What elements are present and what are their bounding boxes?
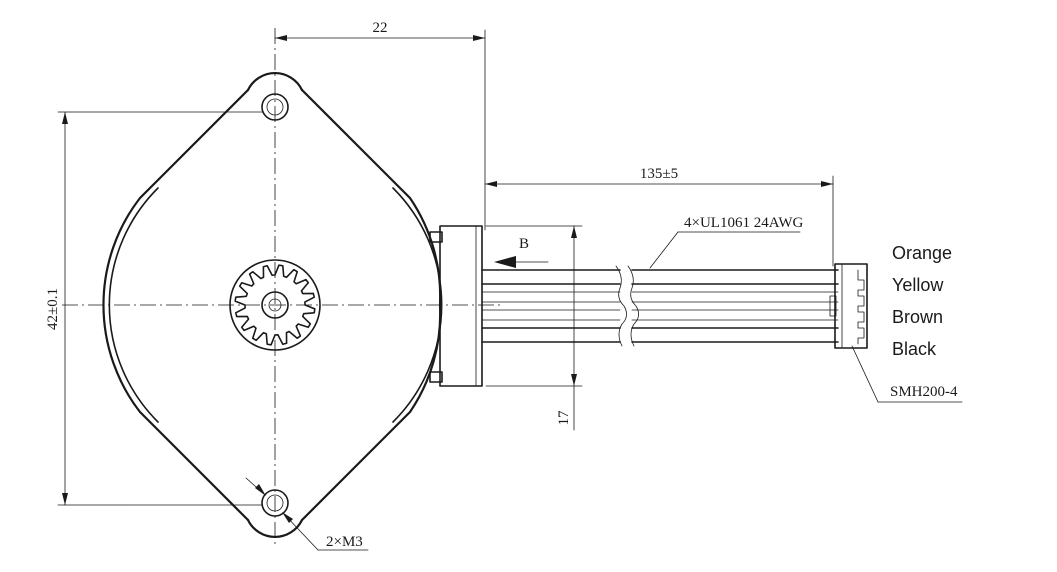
- housing-tab-bottom: [429, 371, 443, 383]
- inner-can-left: [108, 187, 159, 423]
- mounting-holes-label: 2×M3: [326, 534, 363, 550]
- wire-color-yellow: Yellow: [892, 275, 944, 295]
- view-arrow-label: B: [519, 236, 529, 252]
- inner-can-right: [392, 187, 443, 423]
- dim-connector-width-label: 17: [556, 410, 572, 426]
- dim-top-width-label: 22: [373, 20, 388, 36]
- wire-spec-label: 4×UL1061 24AWG: [684, 215, 803, 231]
- gear-teeth: [234, 264, 316, 346]
- wire-color-brown: Brown: [892, 307, 943, 327]
- bottom-mounting-hole: [261, 489, 289, 517]
- top-ear: [246, 72, 304, 92]
- dim-connector-width: 17: [485, 225, 583, 431]
- top-mounting-hole: [261, 93, 289, 121]
- dim-height: 42±0.1: [45, 111, 263, 506]
- wire-spec-callout: 4×UL1061 24AWG: [649, 215, 803, 269]
- lead-wires: [481, 265, 839, 347]
- gear-tooth-profile: [234, 264, 316, 346]
- output-gear: [229, 259, 321, 351]
- dim-height-label: 42±0.1: [45, 288, 61, 330]
- connector-part-callout: SMH200-4: [851, 345, 963, 403]
- wire-color-orange: Orange: [892, 243, 952, 263]
- bottom-ear: [246, 518, 304, 538]
- end-connector: [829, 263, 868, 349]
- connector-part-label: SMH200-4: [890, 384, 958, 400]
- dim-lead-length-label: 135±5: [640, 166, 678, 182]
- wire-color-black: Black: [892, 339, 937, 359]
- housing-tab-top: [429, 231, 443, 243]
- wire-color-list: Orange Yellow Brown Black: [892, 243, 952, 359]
- dim-top-width: 22: [274, 20, 486, 231]
- wire-break-right: [627, 265, 639, 347]
- wire-break-left: [615, 265, 627, 347]
- motor-left-outline: [102, 88, 250, 522]
- motor-connector-housing: [429, 225, 483, 387]
- dim-lead-length: 135±5: [484, 166, 834, 267]
- mounting-holes-callout: 2×M3: [245, 477, 369, 551]
- view-arrow-b: B: [494, 236, 549, 268]
